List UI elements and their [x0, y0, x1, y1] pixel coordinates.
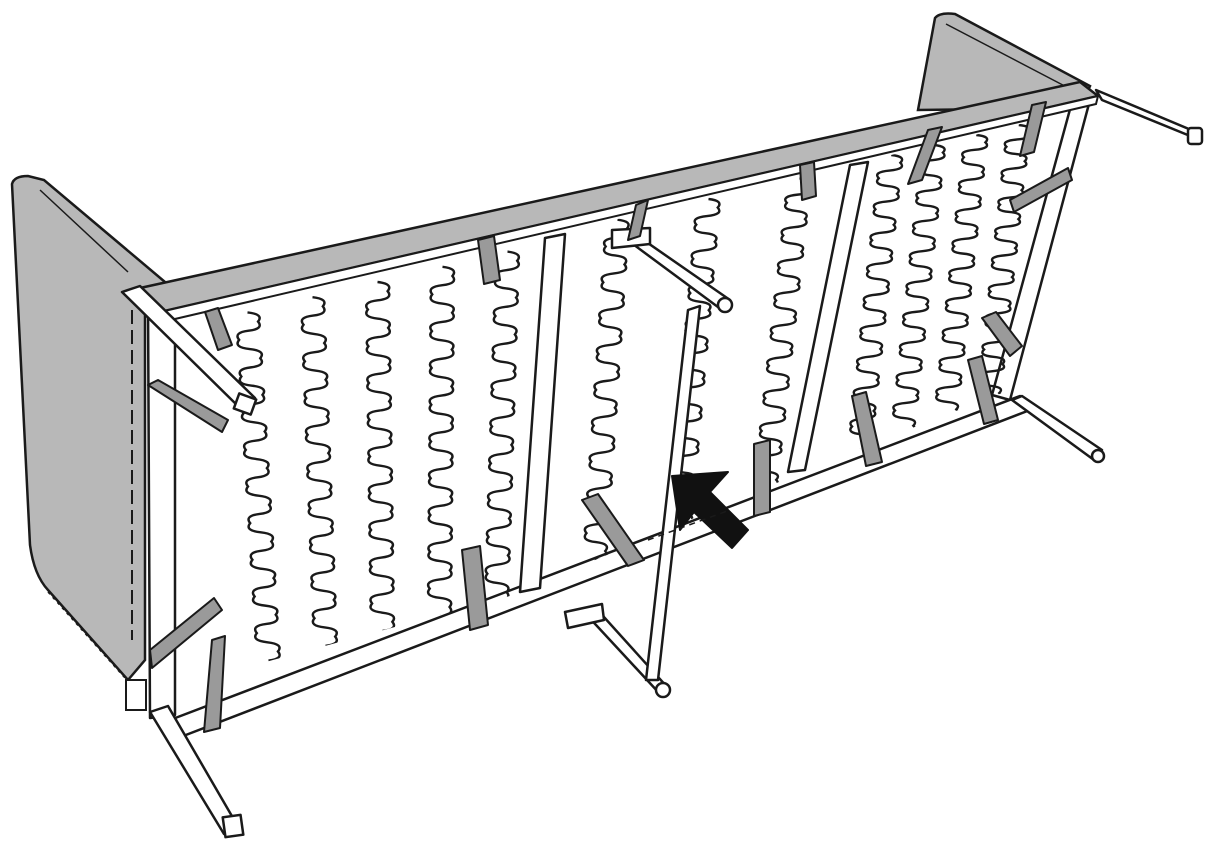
spring-panel	[849, 123, 1031, 451]
guide-line	[647, 509, 731, 541]
loose-center-leg	[644, 304, 702, 682]
spring	[426, 265, 456, 618]
spring	[300, 296, 338, 647]
back-rail	[138, 80, 1100, 324]
legs	[120, 88, 1204, 839]
leg-top-right	[1094, 88, 1202, 142]
right-side-rail	[990, 98, 1092, 402]
bottom-leg-bracket	[563, 602, 606, 630]
middle-support-1	[518, 232, 567, 594]
spring	[365, 280, 396, 633]
spring	[484, 250, 521, 603]
spring	[236, 311, 281, 662]
left-armrest-panel	[10, 174, 167, 711]
spring	[892, 143, 946, 435]
spring	[755, 177, 812, 490]
spring-panel	[236, 250, 521, 662]
straps	[147, 101, 1073, 733]
spring	[978, 123, 1031, 402]
middle-support-2	[786, 160, 870, 474]
front-rail	[168, 394, 1032, 740]
spring	[935, 133, 989, 418]
leg-bottom-right	[1010, 394, 1104, 462]
